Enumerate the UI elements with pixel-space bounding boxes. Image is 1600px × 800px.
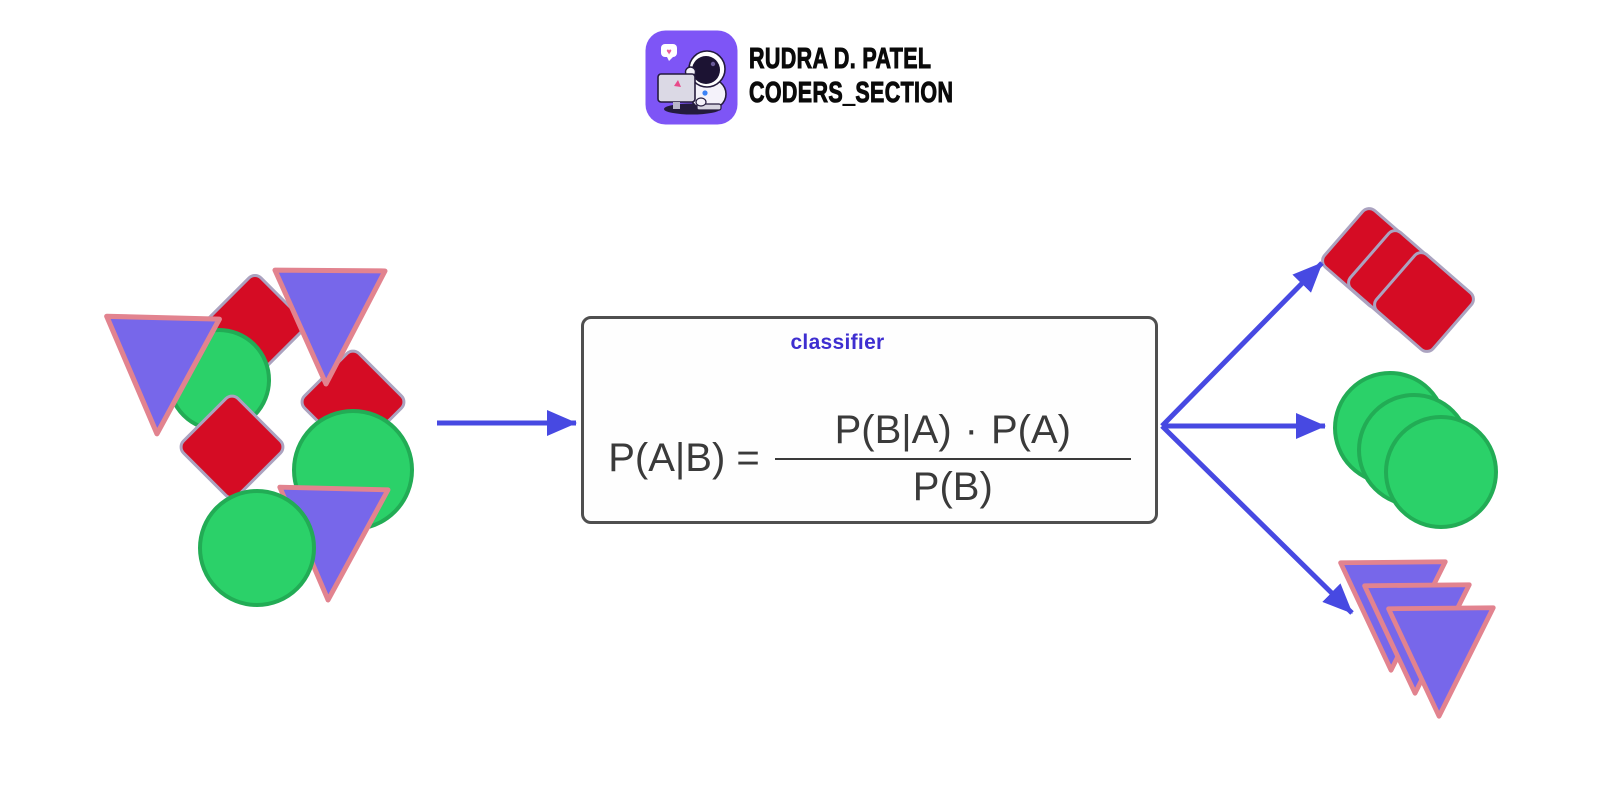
formula-fraction: P(B|A) · P(A) P(B) bbox=[774, 407, 1131, 510]
classifier-label: classifier bbox=[790, 331, 885, 354]
input-green-circle bbox=[198, 489, 316, 607]
input-purple-triangle bbox=[272, 267, 388, 387]
formula-denominator: P(B) bbox=[912, 465, 993, 509]
monitor-rocket-sticker bbox=[674, 80, 681, 87]
brand-text-block: RUDRA D. PATEL CODERS_SECTION bbox=[749, 42, 1025, 110]
heart-icon: ♥ bbox=[666, 47, 671, 57]
astronaut-chest-light bbox=[702, 90, 708, 96]
bayes-formula: P(A|B) = P(B|A) · P(A) P(B) bbox=[584, 407, 1155, 510]
speech-bubble-tail bbox=[667, 57, 673, 61]
brand-name: RUDRA D. PATEL bbox=[749, 43, 932, 76]
green-circles-class-green-circle bbox=[1384, 415, 1498, 529]
classifier-to-triangles-arrow bbox=[1160, 424, 1354, 615]
purple-triangles-class-purple-triangle bbox=[1386, 605, 1496, 719]
brand-handle: CODERS_SECTION bbox=[749, 77, 954, 110]
classifier-to-squares-arrow bbox=[1160, 261, 1324, 428]
visor-highlight bbox=[710, 61, 716, 67]
astronaut-coder-icon: ♥ bbox=[645, 30, 738, 125]
brand-header: ♥ RUDRA D. PATEL CODERS_SECTION bbox=[645, 30, 1025, 125]
numerator-left: P(B|A) bbox=[834, 408, 952, 452]
classifier-box: classifier P(A|B) = P(B|A) · P(A) P(B) bbox=[581, 316, 1158, 524]
astronaut-hand bbox=[695, 97, 707, 107]
numerator-right: P(A) bbox=[990, 408, 1071, 452]
input-purple-triangle bbox=[104, 313, 222, 437]
fraction-bar bbox=[774, 458, 1131, 460]
formula-lhs: P(A|B) = bbox=[608, 436, 760, 480]
monitor-stand bbox=[673, 102, 680, 109]
speech-bubble bbox=[661, 44, 677, 57]
multiplication-dot-icon: · bbox=[964, 408, 978, 452]
formula-numerator: P(B|A) · P(A) bbox=[835, 407, 1071, 453]
